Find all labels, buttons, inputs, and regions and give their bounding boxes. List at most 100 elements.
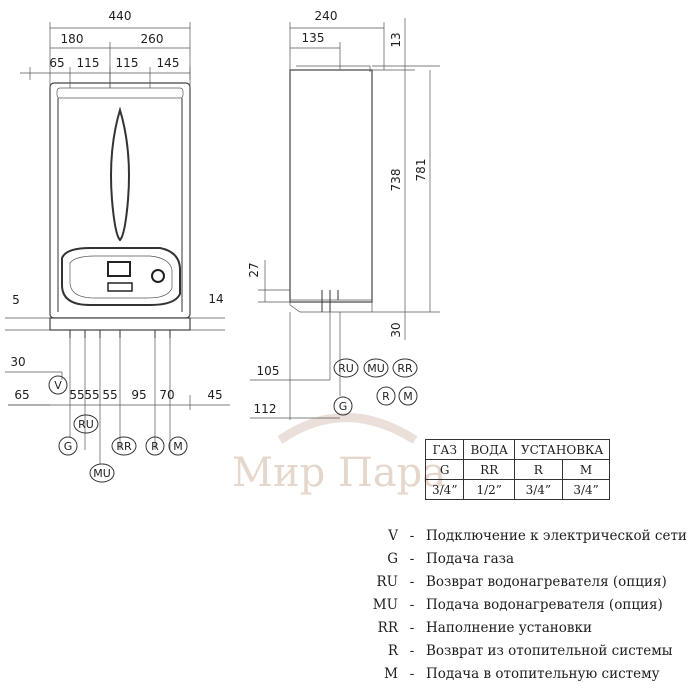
dim-65-bottom: 65	[14, 388, 29, 402]
dim-781: 781	[414, 159, 428, 182]
dim-240: 240	[315, 9, 338, 23]
connector-g-front: G	[58, 410, 78, 456]
list-item: RU - Возврат водонагревателя (опция)	[360, 570, 687, 593]
dim-95: 95	[131, 388, 146, 402]
table-header-row: ГАЗ ВОДА УСТАНОВКА	[424, 439, 611, 460]
connector-ru-front: RU	[73, 414, 99, 434]
list-item: MU - Подача водонагревателя (опция)	[360, 593, 687, 616]
side-pipes	[321, 290, 339, 312]
dim-55-b: 55	[84, 388, 99, 402]
dim-45: 45	[207, 388, 222, 402]
svg-text:R: R	[382, 390, 390, 403]
connector-mu-side: MU	[363, 358, 389, 378]
dim-line-bottom-row	[20, 67, 191, 88]
list-item: V - Подключение к электрической сети	[360, 524, 687, 547]
legend: V - Подключение к электрической сети G -…	[360, 524, 687, 685]
legend-text: Подача газа	[426, 550, 515, 567]
legend-code: G	[387, 550, 398, 567]
legend-text: Подача водонагревателя (опция)	[426, 596, 663, 613]
legend-dash: -	[409, 665, 415, 682]
control-button	[107, 282, 133, 292]
legend-code: RU	[376, 573, 398, 590]
connector-g-side: G	[333, 312, 353, 416]
dim-line-240	[289, 22, 385, 70]
dim-55-a: 55	[69, 388, 84, 402]
legend-text: Возврат водонагревателя (опция)	[426, 573, 667, 590]
dim-30-side: 30	[389, 322, 403, 337]
connector-ru-side: RU	[333, 358, 359, 378]
legend-code: RR	[377, 619, 398, 636]
svg-text:RR: RR	[397, 362, 413, 375]
boiler-side-body	[289, 69, 373, 303]
dim-260: 260	[141, 32, 164, 46]
dim-13: 13	[389, 32, 403, 47]
legend-code: V	[388, 527, 398, 544]
cell-size: 3/4”	[424, 479, 465, 500]
legend-code: MU	[372, 596, 398, 613]
cell-size: 3/4”	[513, 479, 563, 500]
dim-115-a: 115	[77, 56, 100, 70]
legend-dash: -	[409, 619, 415, 636]
dim-115-b: 115	[116, 56, 139, 70]
cell-code: RR	[463, 459, 515, 480]
legend-text: Возврат из отопительной системы	[426, 642, 673, 659]
cell-size: 1/2”	[463, 479, 515, 500]
svg-text:M: M	[173, 440, 183, 453]
svg-text:M: M	[403, 390, 413, 403]
svg-text:RR: RR	[116, 440, 132, 453]
table-row: G RR R M	[424, 459, 611, 480]
legend-text: Наполнение установки	[426, 619, 592, 636]
front-view: 440 180 260 65 115 115 145 5 30 65 14 55…	[5, 9, 230, 483]
pipe-stubs	[69, 330, 171, 338]
dim-105: 105	[257, 364, 280, 378]
dim-738: 738	[389, 169, 403, 192]
dim-135: 135	[302, 31, 325, 45]
svg-text:RU: RU	[78, 418, 94, 431]
dim-5: 5	[12, 293, 20, 307]
legend-code: R	[387, 642, 398, 659]
control-panel-inner	[69, 255, 173, 299]
dim-14: 14	[208, 292, 223, 306]
cell-code: M	[561, 459, 611, 480]
connector-rr-front: RR	[111, 436, 137, 456]
side-view: 240 135 13 738 781 30 27 105 112 RU MU R…	[247, 9, 440, 420]
legend-text: Подключение к электрической сети	[426, 527, 687, 544]
dim-70: 70	[159, 388, 174, 402]
connector-r-side: R	[376, 386, 396, 406]
dim-lines-left	[5, 317, 62, 406]
list-item: G - Подача газа	[360, 547, 687, 570]
svg-text:R: R	[151, 440, 159, 453]
flame-decor	[110, 106, 130, 242]
dim-27: 27	[247, 262, 261, 277]
table-row: 3/4” 1/2” 3/4” 3/4”	[424, 479, 611, 500]
dim-line-bottom	[8, 338, 230, 450]
connector-m-side: M	[398, 386, 418, 406]
svg-text:RU: RU	[338, 362, 354, 375]
svg-text:MU: MU	[367, 362, 385, 375]
watermark-text: Мир Пара	[232, 450, 446, 496]
cell-size: 3/4”	[561, 479, 611, 500]
legend-dash: -	[409, 642, 415, 659]
legend-dash: -	[409, 527, 415, 544]
dim-55-c: 55	[102, 388, 117, 402]
display-screen	[107, 261, 131, 277]
list-item: RR - Наполнение установки	[360, 616, 687, 639]
dim-lines-vertical	[372, 18, 440, 340]
list-item: M - Подача в отопительную систему	[360, 662, 687, 685]
dim-180: 180	[61, 32, 84, 46]
header-gas: ГАЗ	[424, 439, 465, 460]
boiler-top-band	[56, 87, 184, 99]
cell-code: R	[513, 459, 563, 480]
header-water: ВОДА	[463, 439, 515, 460]
connector-rr-side: RR	[392, 358, 418, 378]
svg-text:G: G	[339, 400, 348, 413]
connector-mu-front: MU	[89, 410, 115, 483]
boiler-side-lines	[57, 98, 183, 312]
side-top-flue	[296, 65, 371, 72]
connector-v: V	[48, 372, 68, 395]
connector-m-front: M	[168, 436, 188, 456]
dim-line-27	[258, 260, 290, 303]
cell-code: G	[424, 459, 465, 480]
connector-r-front: R	[145, 436, 165, 456]
